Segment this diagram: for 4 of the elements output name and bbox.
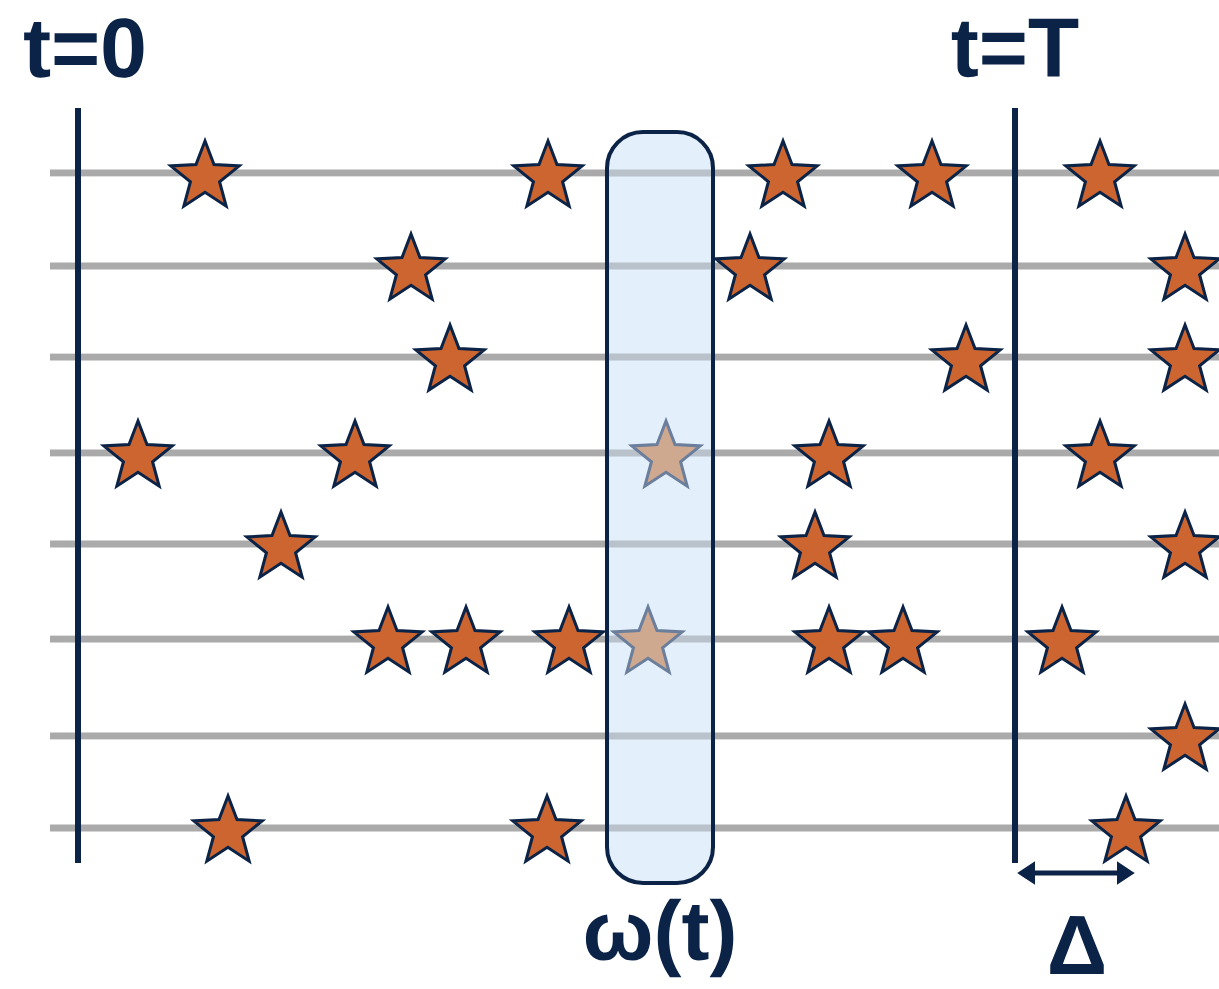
delta-label: Δ [1050, 916, 1104, 974]
time-label: t=0 [24, 18, 144, 78]
window-label: ω(t) [585, 898, 734, 978]
time-label: t=T [951, 18, 1079, 78]
